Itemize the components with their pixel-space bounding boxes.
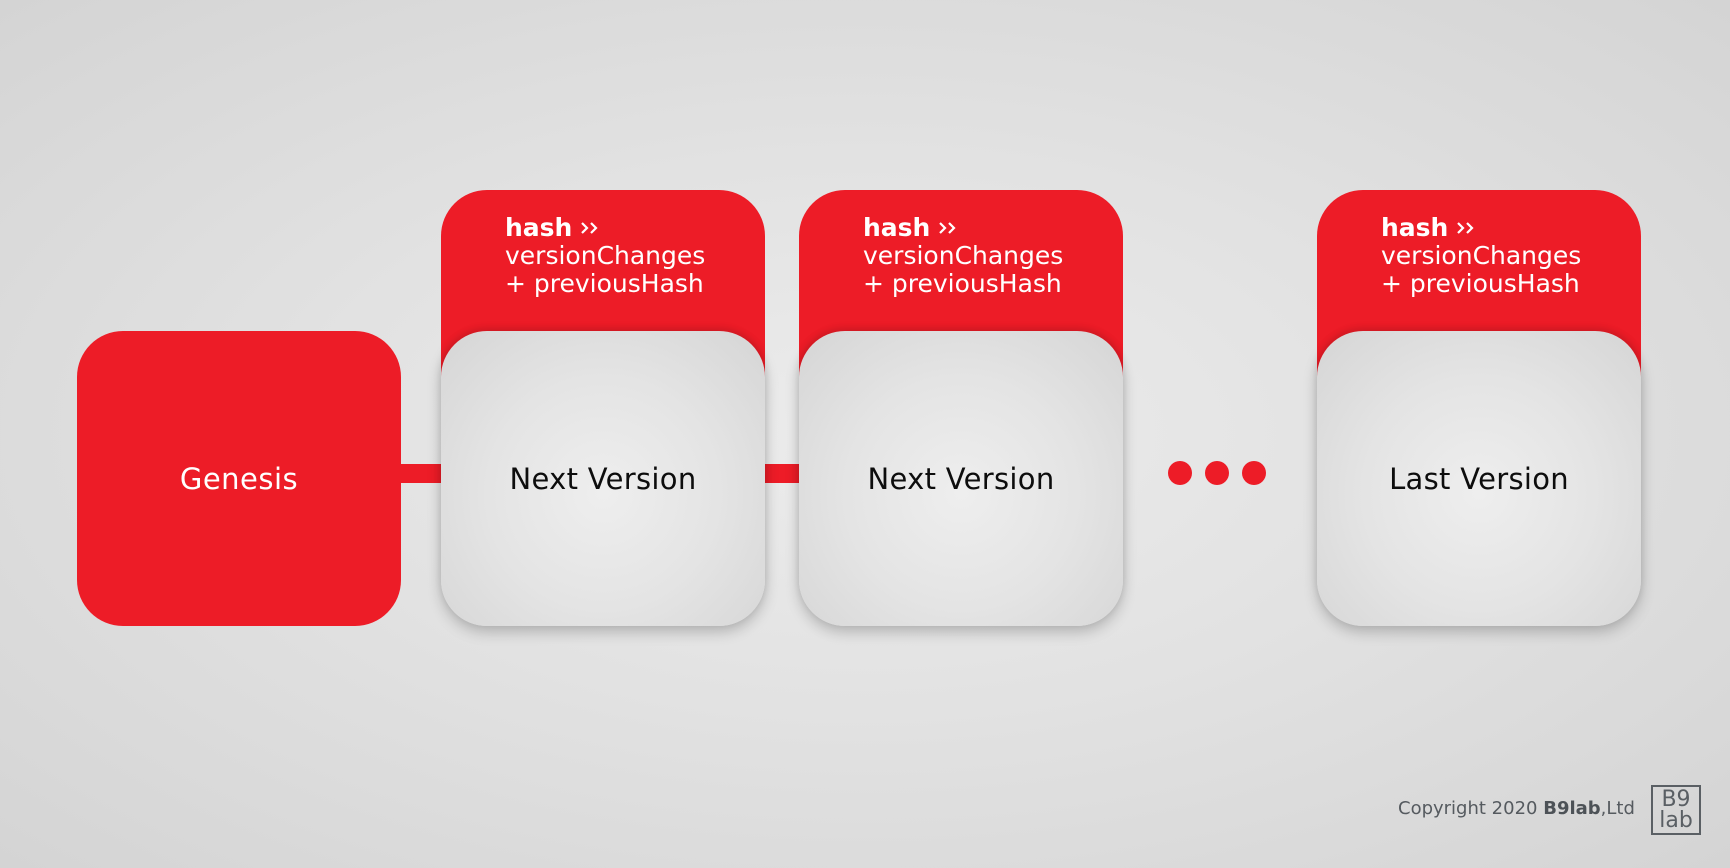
hash-label: hash [863,213,931,242]
copyright-text: Copyright 2020 B9lab,Ltd [1398,798,1635,819]
previous-hash-label: + previousHash [505,269,704,298]
logo-line-2: lab [1659,808,1693,833]
version-label: Last Version [1389,461,1569,496]
version-label: Next Version [867,461,1055,496]
previous-hash-label: + previousHash [1381,269,1580,298]
version-changes-label: versionChanges [505,241,706,270]
dot [1205,461,1229,485]
hash-label: hash [505,213,573,242]
double-chevron-right-icon [581,222,598,234]
version-block: hash versionChanges + previousHash Next … [799,190,1123,626]
dot [1168,461,1192,485]
hash-formula: hash versionChanges + previousHash [505,214,705,298]
ellipsis-dots-icon [1168,461,1266,485]
double-chevron-right-icon [939,222,956,234]
copyright-prefix: Copyright 2020 [1398,798,1544,819]
b9lab-logo: B9 lab [1651,785,1701,835]
logo-line-1: B9 [1661,787,1691,812]
previous-hash-label: + previousHash [863,269,1062,298]
dot [1242,461,1266,485]
version-changes-label: versionChanges [1381,241,1582,270]
hash-formula: hash versionChanges + previousHash [863,214,1063,298]
version-block-body: Next Version [441,331,765,626]
company-suffix: ,Ltd [1600,798,1635,819]
genesis-connector [400,464,442,483]
double-chevron-right-icon [1457,222,1474,234]
block-connector [764,464,800,483]
hash-formula: hash versionChanges + previousHash [1381,214,1581,298]
version-label: Next Version [509,461,697,496]
company-name: B9lab [1543,798,1601,819]
genesis-block: Genesis [77,331,401,626]
genesis-label: Genesis [179,461,299,496]
version-block-body: Next Version [799,331,1123,626]
version-block: hash versionChanges + previousHash Next … [441,190,765,626]
hash-label: hash [1381,213,1449,242]
version-block-body: Last Version [1317,331,1641,626]
last-version-block: hash versionChanges + previousHash Last … [1317,190,1641,626]
version-changes-label: versionChanges [863,241,1064,270]
